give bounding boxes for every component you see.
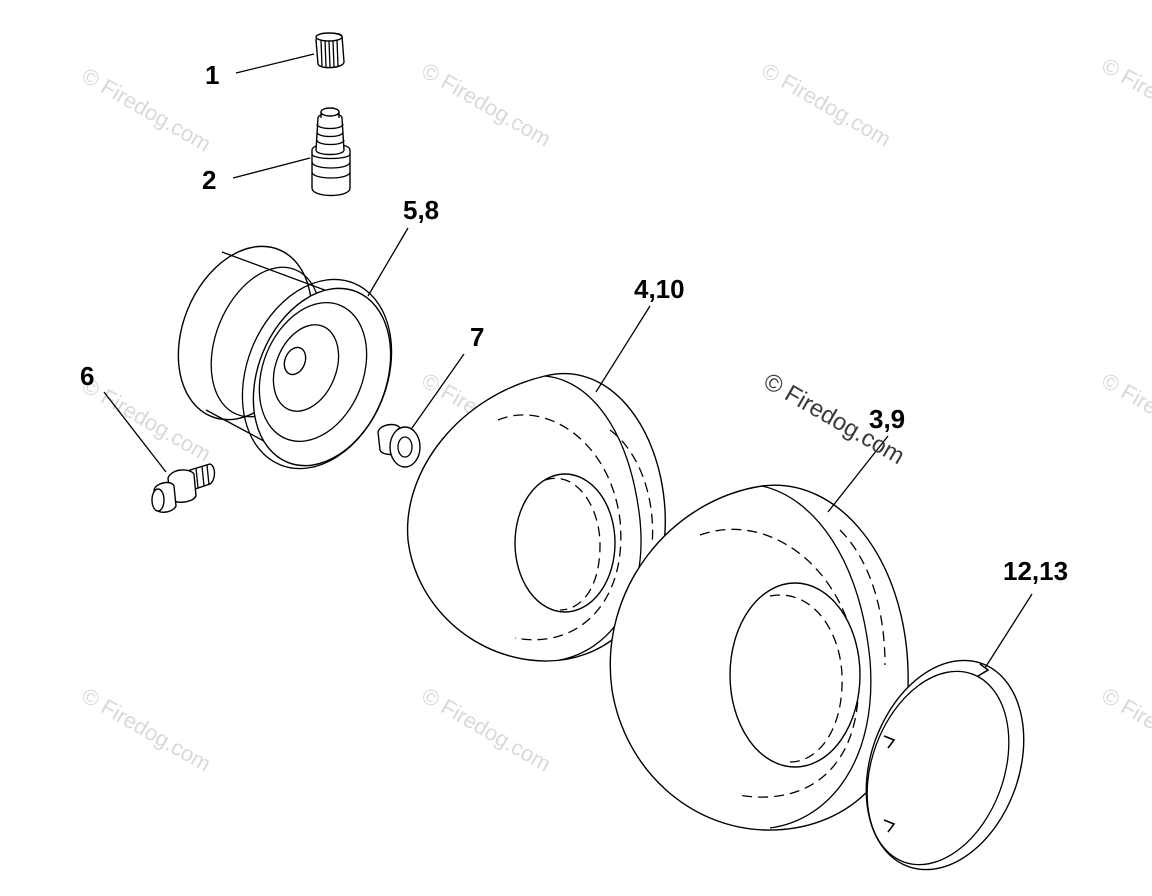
callout-label-2: 2: [202, 165, 216, 195]
callout-label-6: 6: [80, 361, 94, 391]
part-valve-stem[interactable]: [311, 107, 351, 197]
watermark-text: © Firedog.com: [418, 683, 556, 777]
watermark-text: © Firedog.com: [418, 58, 556, 152]
part-front-tire[interactable]: [406, 372, 666, 662]
watermark-text: © Firedog.com: [1098, 368, 1152, 462]
watermark-text: © Firedog.com: [1098, 683, 1152, 777]
watermark-text: © Firedog.com: [758, 58, 896, 152]
leader-line-6: [103, 391, 167, 473]
leader-line-2: [232, 157, 311, 179]
leader-line-1: [235, 53, 315, 74]
part-hub-cap[interactable]: [839, 638, 1052, 892]
callout-label-1: 1: [205, 60, 219, 90]
part-rim[interactable]: [154, 226, 419, 491]
watermark-text: © Firedog.com: [78, 63, 216, 157]
leader-line-1213: [984, 593, 1033, 669]
callout-label-39: 3,9: [869, 404, 905, 434]
callout-label-410: 4,10: [634, 274, 685, 304]
part-valve-cap[interactable]: [315, 32, 345, 69]
leader-line-410: [595, 305, 651, 393]
leader-line-58: [367, 227, 409, 297]
part-rear-tire[interactable]: [609, 484, 909, 831]
callout-label-7: 7: [470, 322, 484, 352]
watermark-text: © Firedog.com: [78, 683, 216, 777]
leader-line-7: [411, 353, 465, 429]
callout-label-1213: 12,13: [1003, 556, 1068, 586]
leader-line-39: [827, 435, 889, 513]
watermark-text: © Firedog.com: [1098, 53, 1152, 147]
part-bushing[interactable]: [377, 423, 421, 468]
callout-label-58: 5,8: [403, 195, 439, 225]
part-grease-fitting[interactable]: [151, 463, 216, 513]
